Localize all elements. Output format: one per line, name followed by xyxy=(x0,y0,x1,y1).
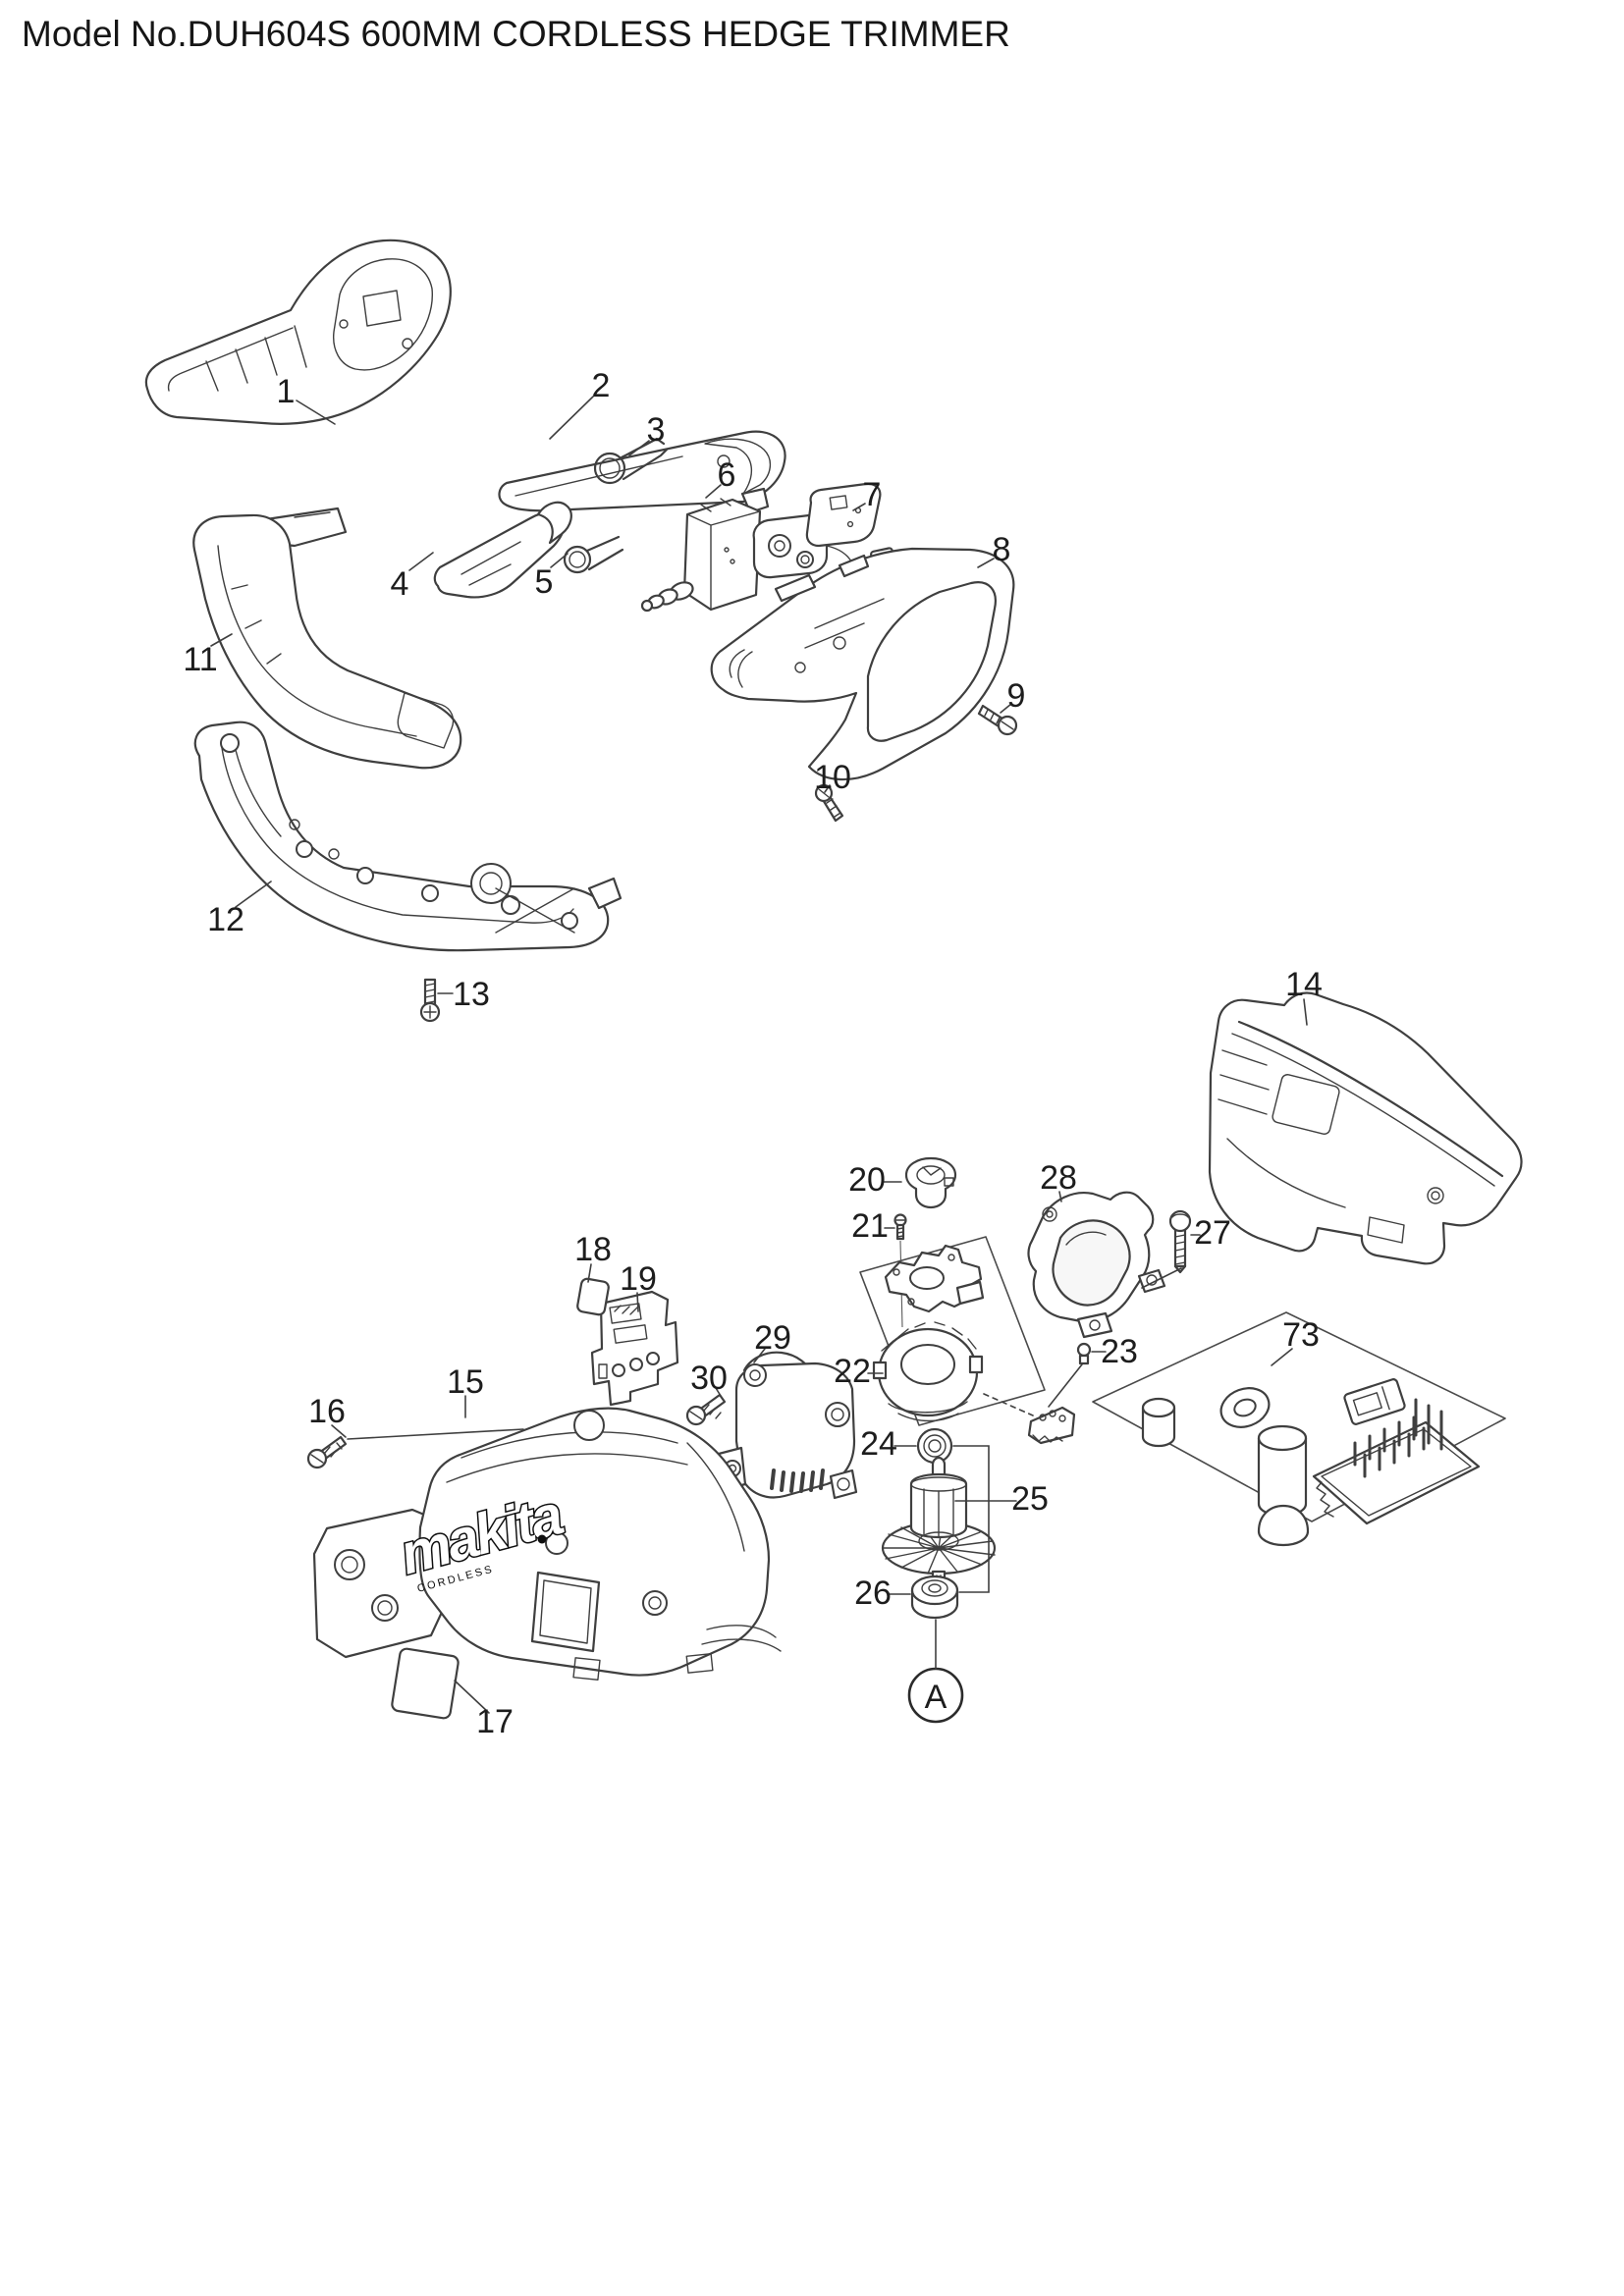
part-11-guard-cover-drawing xyxy=(192,507,462,770)
part-label-11: 11 xyxy=(183,641,217,678)
part-label-26: 26 xyxy=(854,1575,892,1612)
part-label-3: 3 xyxy=(647,411,666,449)
part-label-19: 19 xyxy=(620,1260,657,1298)
part-label-27: 27 xyxy=(1194,1214,1231,1252)
part-24-bearing-drawing xyxy=(916,1427,953,1465)
part-label-22: 22 xyxy=(834,1353,871,1390)
part-label-21: 21 xyxy=(851,1207,889,1245)
part-label-1: 1 xyxy=(277,373,296,410)
part-number-labels: 1 2 3 4 5 6 7 8 9 10 11 12 13 14 15 16 1… xyxy=(183,367,1323,1740)
part-label-7: 7 xyxy=(863,476,882,513)
part-14-housing-half-drawing xyxy=(1208,991,1523,1265)
part-label-6: 6 xyxy=(718,456,736,494)
part-4-trigger-drawing xyxy=(433,501,572,599)
part-73-kit-drawing xyxy=(1092,1311,1506,1547)
page-title: Model No.DUH604S 600MM CORDLESS HEDGE TR… xyxy=(22,14,1010,54)
part-15-motor-housing-drawing: makita CORDLESS xyxy=(312,1407,782,1682)
part-label-17: 17 xyxy=(476,1703,514,1740)
part-12-guard-base-drawing xyxy=(193,721,623,952)
part-7-controller-drawing xyxy=(752,482,895,595)
part-28-bearing-box-drawing xyxy=(1027,1191,1166,1339)
part-3-spring-drawing xyxy=(593,437,669,485)
leader-lines xyxy=(210,396,1308,1714)
part-label-9: 9 xyxy=(1007,677,1026,715)
part-label-29: 29 xyxy=(754,1319,791,1357)
part-6-switch-drawing xyxy=(640,498,762,613)
part-label-5: 5 xyxy=(535,563,554,601)
part-label-28: 28 xyxy=(1040,1159,1077,1197)
part-8-handle-housing-drawing xyxy=(710,547,1015,781)
part-17-label-drawing xyxy=(391,1647,460,1720)
part-27-screw-drawing xyxy=(1168,1209,1192,1274)
part-20-cap-drawing xyxy=(904,1156,957,1209)
part-label-8: 8 xyxy=(993,531,1011,568)
part-5-spring-drawing xyxy=(563,535,624,574)
part-label-30: 30 xyxy=(690,1360,728,1397)
part-label-10: 10 xyxy=(814,759,851,796)
part-label-14: 14 xyxy=(1285,966,1323,1003)
part-label-25: 25 xyxy=(1011,1480,1049,1518)
part-13-screw-drawing xyxy=(419,978,441,1023)
part-label-24: 24 xyxy=(860,1425,897,1463)
part-22-stator-drawing xyxy=(859,1236,1046,1426)
assembly-marker-a: A xyxy=(907,1667,964,1724)
part-label-18: 18 xyxy=(574,1231,612,1268)
part-26-bearing-drawing xyxy=(910,1575,959,1620)
part-label-15: 15 xyxy=(447,1363,484,1401)
part-19-terminal-block-drawing xyxy=(590,1290,679,1407)
part-label-2: 2 xyxy=(592,367,611,404)
part-1-handle-cover-drawing xyxy=(144,239,452,425)
part-label-20: 20 xyxy=(848,1161,886,1199)
part-label-12: 12 xyxy=(207,901,244,938)
logo-dot xyxy=(537,1534,547,1544)
part-label-23: 23 xyxy=(1101,1333,1138,1370)
part-2-lever-drawing xyxy=(498,430,786,514)
part-16-screw-drawing xyxy=(306,1428,524,1469)
part-23-screw-drawing xyxy=(1027,1342,1092,1445)
part-18-label-drawing xyxy=(576,1277,610,1316)
part-30-screw-drawing xyxy=(685,1393,727,1426)
part-9-screw-drawing xyxy=(977,704,1018,736)
part-label-16: 16 xyxy=(308,1393,346,1430)
part-label-13: 13 xyxy=(453,976,490,1013)
part-label-4: 4 xyxy=(391,565,409,603)
part-label-73: 73 xyxy=(1282,1316,1320,1354)
part-25-armature-drawing xyxy=(881,1456,997,1592)
assembly-marker-label: A xyxy=(925,1679,947,1716)
